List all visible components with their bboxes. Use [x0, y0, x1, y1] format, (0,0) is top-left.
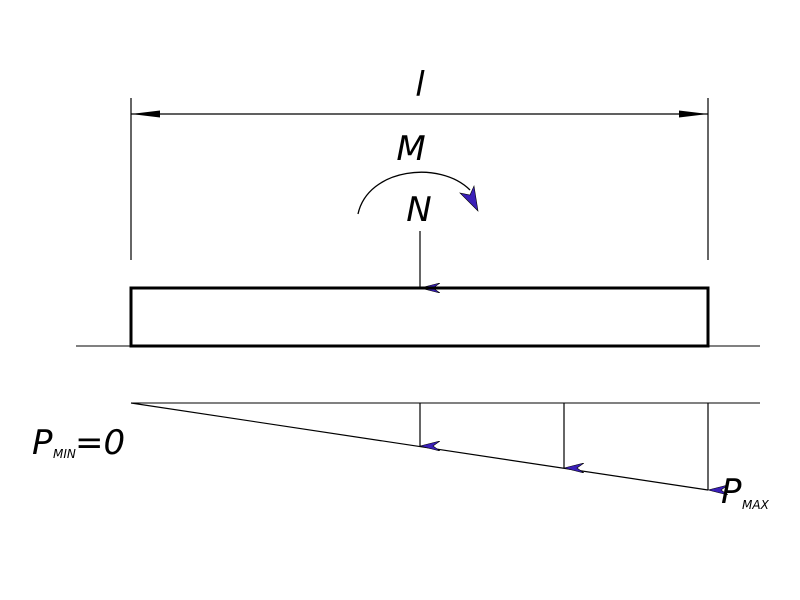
p-min-symbol: P [32, 423, 53, 463]
length-label: l [415, 65, 425, 105]
p-max-symbol: P [721, 472, 742, 512]
dimension-arrow-left [131, 110, 160, 118]
moment-arrowhead [459, 184, 479, 212]
dimension-arrow-right [679, 110, 708, 118]
moment: M [357, 129, 479, 215]
axial-force: N [406, 190, 431, 288]
moment-label: M [396, 129, 425, 169]
p-min-label: P MIN =0 [32, 423, 125, 463]
p-min-subscript: MIN [53, 447, 76, 461]
p-max-subscript: MAX [742, 498, 770, 512]
pressure-envelope-line [130, 402, 709, 491]
length-dimension: l [130, 65, 709, 260]
moment-arc [357, 171, 471, 215]
pressure-diagram [130, 402, 709, 491]
p-min-equals-zero: =0 [75, 423, 125, 463]
p-max-label: P MAX [721, 472, 770, 512]
axial-force-label: N [406, 190, 431, 230]
footing [129, 286, 710, 348]
